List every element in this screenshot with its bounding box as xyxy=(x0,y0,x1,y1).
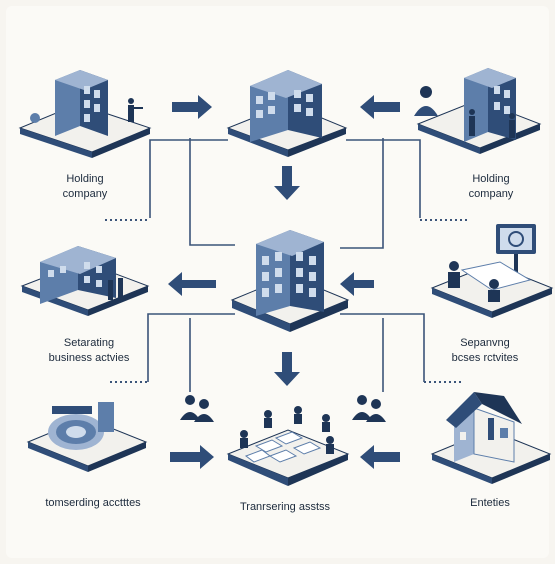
arrow-right-top xyxy=(172,95,212,119)
arrow-down-upper xyxy=(274,166,300,200)
arrow-down-lower xyxy=(274,352,300,386)
connector-right-inner xyxy=(340,138,384,249)
label-bottom-center: Tranrsering asstss xyxy=(239,501,331,513)
dotted-leaders xyxy=(105,219,468,383)
label-holding-right: Holding company xyxy=(468,173,514,200)
top-left-building-scene xyxy=(18,70,152,158)
label-bottom-left: tomserding acctttes xyxy=(45,497,141,509)
connector-left-inner xyxy=(189,138,235,246)
bottom-left-assets-scene xyxy=(26,402,148,472)
connector-mid-right xyxy=(340,313,425,382)
label-separating-left: Setarating business actvies xyxy=(48,337,130,364)
center-building-scene xyxy=(230,230,350,332)
mid-right-office-scene xyxy=(430,224,554,318)
arrow-left-bottom xyxy=(360,445,400,469)
connector-mid-left xyxy=(147,313,235,382)
mid-left-building-scene xyxy=(20,246,150,316)
arrow-left-top xyxy=(360,95,400,119)
arrow-right-bottom xyxy=(170,445,214,469)
arrow-left-mid xyxy=(168,272,216,296)
connector-lines xyxy=(147,138,425,392)
bottom-people-groups xyxy=(180,395,386,422)
label-holding-left: Holding company xyxy=(62,173,108,200)
top-center-building-scene xyxy=(226,70,348,157)
label-bottom-right: Enteties xyxy=(470,497,510,509)
bottom-center-meeting-scene xyxy=(226,406,350,486)
arrow-right-mid xyxy=(340,272,374,296)
top-right-building-scene xyxy=(414,68,542,154)
flow-arrows xyxy=(168,95,400,469)
connector-top-left xyxy=(149,139,228,218)
connector-top-right xyxy=(346,139,421,218)
label-separating-right: Sepanvng bcses rctvites xyxy=(451,337,519,364)
bottom-right-house-scene xyxy=(430,392,552,484)
